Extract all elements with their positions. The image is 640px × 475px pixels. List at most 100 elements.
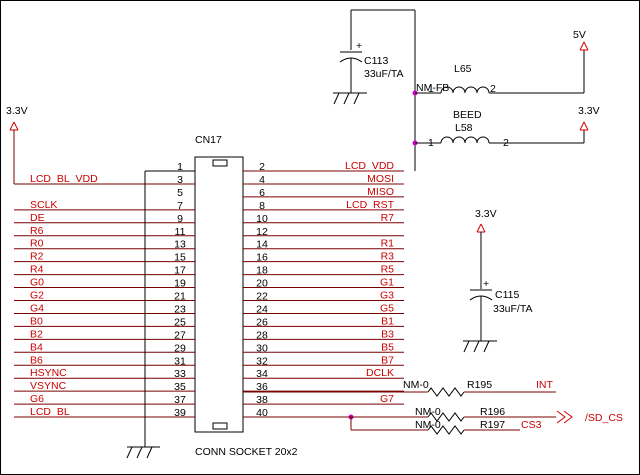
r197-zigzag	[427, 425, 465, 435]
ground-hatch-3	[146, 446, 153, 459]
c115-plus: +	[483, 278, 489, 290]
r195-ref: R195	[467, 379, 492, 391]
right-net-label: G1	[380, 277, 394, 289]
right-net-label: R3	[381, 251, 395, 263]
left-net-label: G6	[30, 393, 44, 405]
left-net-label: B6	[30, 354, 43, 366]
left-net-label: G0	[30, 277, 44, 289]
left-pin-number: 3	[177, 174, 183, 186]
left-pin-number: 37	[174, 394, 186, 406]
right-pin-number: 20	[256, 278, 268, 290]
l65-nm: NM-FB	[416, 82, 449, 94]
right-net-label: B7	[381, 354, 394, 366]
right-net-label: G3	[380, 290, 394, 302]
r195-zigzag	[427, 387, 465, 397]
left-net-label: HSYNC	[30, 367, 67, 379]
connector-key-bottom	[212, 422, 228, 430]
right-pin-number: 36	[256, 381, 268, 393]
l58-pin2: 2	[503, 137, 509, 149]
5v-label: 5V	[573, 29, 586, 41]
c113-ground-hatch-3	[353, 92, 360, 105]
right-net-label: LCD_VDD	[345, 160, 394, 172]
r197-ref: R197	[480, 419, 505, 431]
left-pin-number: 27	[174, 329, 186, 341]
33v-top-arrow-r	[583, 121, 589, 131]
l65-coil	[440, 86, 490, 94]
right-net-label: B3	[381, 328, 394, 340]
right-pin-number: 16	[256, 252, 268, 264]
left-net-label: SCLK	[30, 199, 57, 211]
left-net-label: R0	[30, 238, 44, 250]
right-pin-number: 14	[256, 239, 268, 251]
left-net-label: LCD_BL	[30, 406, 70, 418]
left-pin-number: 33	[174, 368, 186, 380]
right-net-label: MOSI	[367, 173, 394, 185]
c113-ground-hatch-1	[333, 92, 340, 105]
left-pin-number: 23	[174, 303, 186, 315]
left-net-label: DE	[30, 212, 45, 224]
left-pin-number: 11	[175, 226, 186, 238]
left-pin-number: 31	[174, 355, 186, 367]
r196-value: NM-0	[415, 406, 441, 418]
r196-zigzag	[427, 412, 465, 422]
right-net-label: R1	[381, 238, 395, 250]
right-pin-number: 34	[256, 368, 268, 380]
33v-top-label: 3.3V	[578, 105, 600, 117]
right-net-label: G7	[380, 393, 394, 405]
left-pin-number: 13	[174, 239, 186, 251]
ground-hatch-2	[136, 446, 143, 459]
left-rail-label: 3.3V	[6, 105, 28, 117]
left-net-label: VSYNC	[30, 380, 67, 392]
c115-ground-hatch-2	[473, 340, 480, 353]
5v-arrow-l	[579, 41, 585, 51]
connector-name: CONN SOCKET 20x2	[195, 446, 298, 458]
right-pin-number: 22	[256, 291, 268, 303]
connector-key-top	[212, 159, 228, 167]
33v-mid-label: 3.3V	[475, 208, 497, 220]
right-net-label: G5	[380, 302, 394, 314]
left-net-label: R6	[30, 225, 44, 237]
left-pin-number: 5	[177, 187, 183, 199]
l58-pin1: 1	[428, 137, 434, 149]
c115-value: 33uF/TA	[493, 303, 533, 315]
left-pin-number: 1	[177, 161, 183, 173]
int-net-label: INT	[536, 379, 554, 391]
left-pin-number: 19	[174, 278, 186, 290]
left-pin-number: 21	[174, 291, 186, 303]
left-net-label: B0	[30, 315, 43, 327]
right-net-label: DCLK	[366, 367, 394, 379]
left-net-label: B2	[30, 328, 43, 340]
c113-ref: C113	[364, 55, 388, 67]
right-pin-number: 10	[256, 213, 268, 225]
33v-top-arrow-l	[579, 121, 585, 131]
right-pin-number: 18	[256, 265, 268, 277]
r196-ref: R196	[480, 406, 505, 418]
left-pin-number: 7	[177, 200, 183, 212]
left-rail-arrow-r	[13, 121, 19, 131]
connector-body	[194, 156, 244, 433]
left-pin-number: 29	[174, 342, 186, 354]
cs3-net-label: CS3	[521, 419, 542, 431]
left-pin-number: 39	[174, 407, 186, 419]
right-pin-number: 2	[259, 161, 265, 173]
right-pin-number: 38	[256, 394, 268, 406]
c113-ground-hatch-2	[343, 92, 350, 105]
left-rail-arrow-l	[9, 121, 15, 131]
c113-value: 33uF/TA	[364, 68, 404, 80]
right-pin-number: 28	[256, 329, 268, 341]
l65-pin1: 1	[428, 83, 434, 95]
sd-cs-net-label: /SD_CS	[585, 412, 623, 424]
c115-ground-hatch-1	[463, 340, 470, 353]
r197-value: NM-0	[415, 419, 441, 431]
c113-plus: +	[356, 40, 362, 52]
right-pin-number: 4	[259, 174, 265, 186]
right-net-label: LCD_RST	[346, 199, 394, 211]
left-pin-group: 13LCD_BL_VDD57SCLK9DE11R613R015R217R419G…	[14, 161, 195, 419]
l58-coil	[440, 136, 490, 144]
left-net-label: G4	[30, 302, 44, 314]
right-pin-number: 24	[256, 303, 268, 315]
l58-label: BEED	[453, 109, 482, 121]
